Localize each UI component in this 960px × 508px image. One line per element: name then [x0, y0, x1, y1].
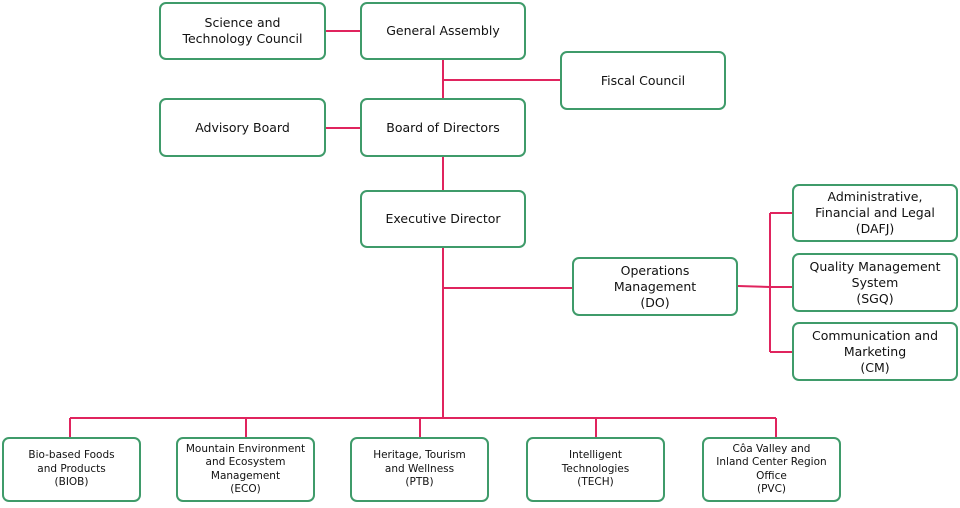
fiscal-council-label: Fiscal Council: [600, 72, 686, 88]
dafj-label: Administrative, Financial and Legal (DAF…: [815, 189, 935, 236]
sgq-box: Quality Management System (SGQ): [792, 253, 958, 312]
eco-box: Mountain Environment and Ecosystem Manag…: [176, 437, 315, 502]
ptb-box: Heritage, Tourism and Wellness (PTB): [350, 437, 489, 502]
ptb-label: Heritage, Tourism and Wellness (PTB): [373, 449, 466, 489]
connector-operations-units: [737, 285, 771, 288]
fiscal-council-box: Fiscal Council: [560, 51, 726, 110]
pvc-box: Côa Valley and Inland Center Region Offi…: [702, 437, 841, 502]
tech-box: Intelligent Technologies (TECH): [526, 437, 665, 502]
tech-label: Intelligent Technologies (TECH): [561, 449, 630, 489]
board-of-directors-label: Board of Directors: [386, 119, 500, 135]
advisory-board-label: Advisory Board: [195, 119, 290, 135]
executive-director-label: Executive Director: [385, 211, 501, 226]
biob-label: Bio-based Foods and Products (BIOB): [28, 449, 115, 489]
eco-label: Mountain Environment and Ecosystem Manag…: [185, 442, 306, 496]
operations-management-box: Operations Management (DO): [572, 257, 738, 316]
biob-box: Bio-based Foods and Products (BIOB): [2, 437, 141, 502]
executive-director-box: Executive Director: [360, 190, 526, 248]
science-technology-council-box: Science and Technology Council: [159, 2, 326, 60]
general-assembly-label: General Assembly: [386, 23, 500, 38]
science-technology-council-label: Science and Technology Council: [182, 15, 303, 46]
sgq-label: Quality Management System (SGQ): [809, 258, 941, 306]
general-assembly-box: General Assembly: [360, 2, 526, 60]
pvc-label: Côa Valley and Inland Center Region Offi…: [716, 442, 827, 496]
cm-label: Communication and Marketing (CM): [811, 327, 938, 375]
dafj-box: Administrative, Financial and Legal (DAF…: [792, 184, 958, 242]
cm-box: Communication and Marketing (CM): [792, 322, 958, 381]
board-of-directors-box: Board of Directors: [360, 98, 526, 157]
advisory-board-box: Advisory Board: [159, 98, 326, 157]
operations-management-label: Operations Management (DO): [613, 262, 697, 310]
